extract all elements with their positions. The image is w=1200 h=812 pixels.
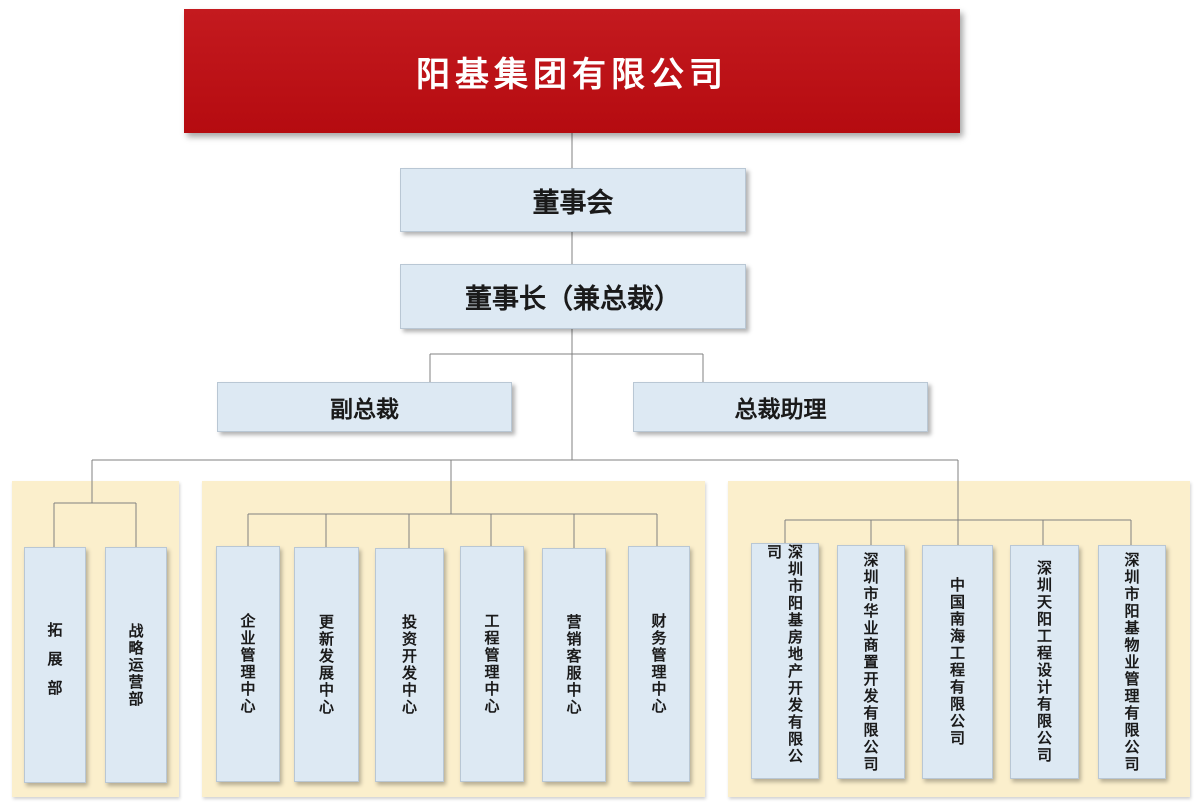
unit-yangji-wuye: 深圳市阳基物业管理有限公司: [1098, 545, 1166, 779]
vice-president-box: 副总裁: [217, 382, 512, 432]
unit-nanhai-gongcheng: 中国南海工程有限公司: [922, 545, 993, 779]
unit-tianyang-sheji: 深圳天阳工程设计有限公司: [1010, 545, 1079, 779]
company-box: 阳基集团有限公司: [184, 9, 960, 133]
chairman-box: 董事长（兼总裁）: [400, 264, 746, 329]
board-box: 董事会: [400, 168, 746, 232]
unit-yingxiao-kefu: 营销客服中心: [542, 548, 606, 782]
unit-gongcheng-guanli: 工程管理中心: [460, 546, 524, 782]
unit-qiye-guanli: 企业管理中心: [216, 546, 280, 782]
unit-touzi-kaifa: 投资开发中心: [375, 548, 444, 782]
unit-yangji-fangdichan: 深圳市阳基房地产开发有限公司: [751, 543, 819, 779]
unit-gengxin-fazhan: 更新发展中心: [294, 547, 359, 782]
unit-caiwu-guanli: 财务管理中心: [628, 546, 690, 782]
unit-tuozhan: 拓展部: [24, 547, 86, 783]
president-assistant-box: 总裁助理: [633, 382, 928, 432]
unit-huaye-shangzhi: 深圳市华业商置开发有限公司: [837, 545, 905, 779]
group-2-panel: [202, 481, 705, 797]
unit-zhanlue-yunying: 战略运营部: [105, 547, 167, 783]
